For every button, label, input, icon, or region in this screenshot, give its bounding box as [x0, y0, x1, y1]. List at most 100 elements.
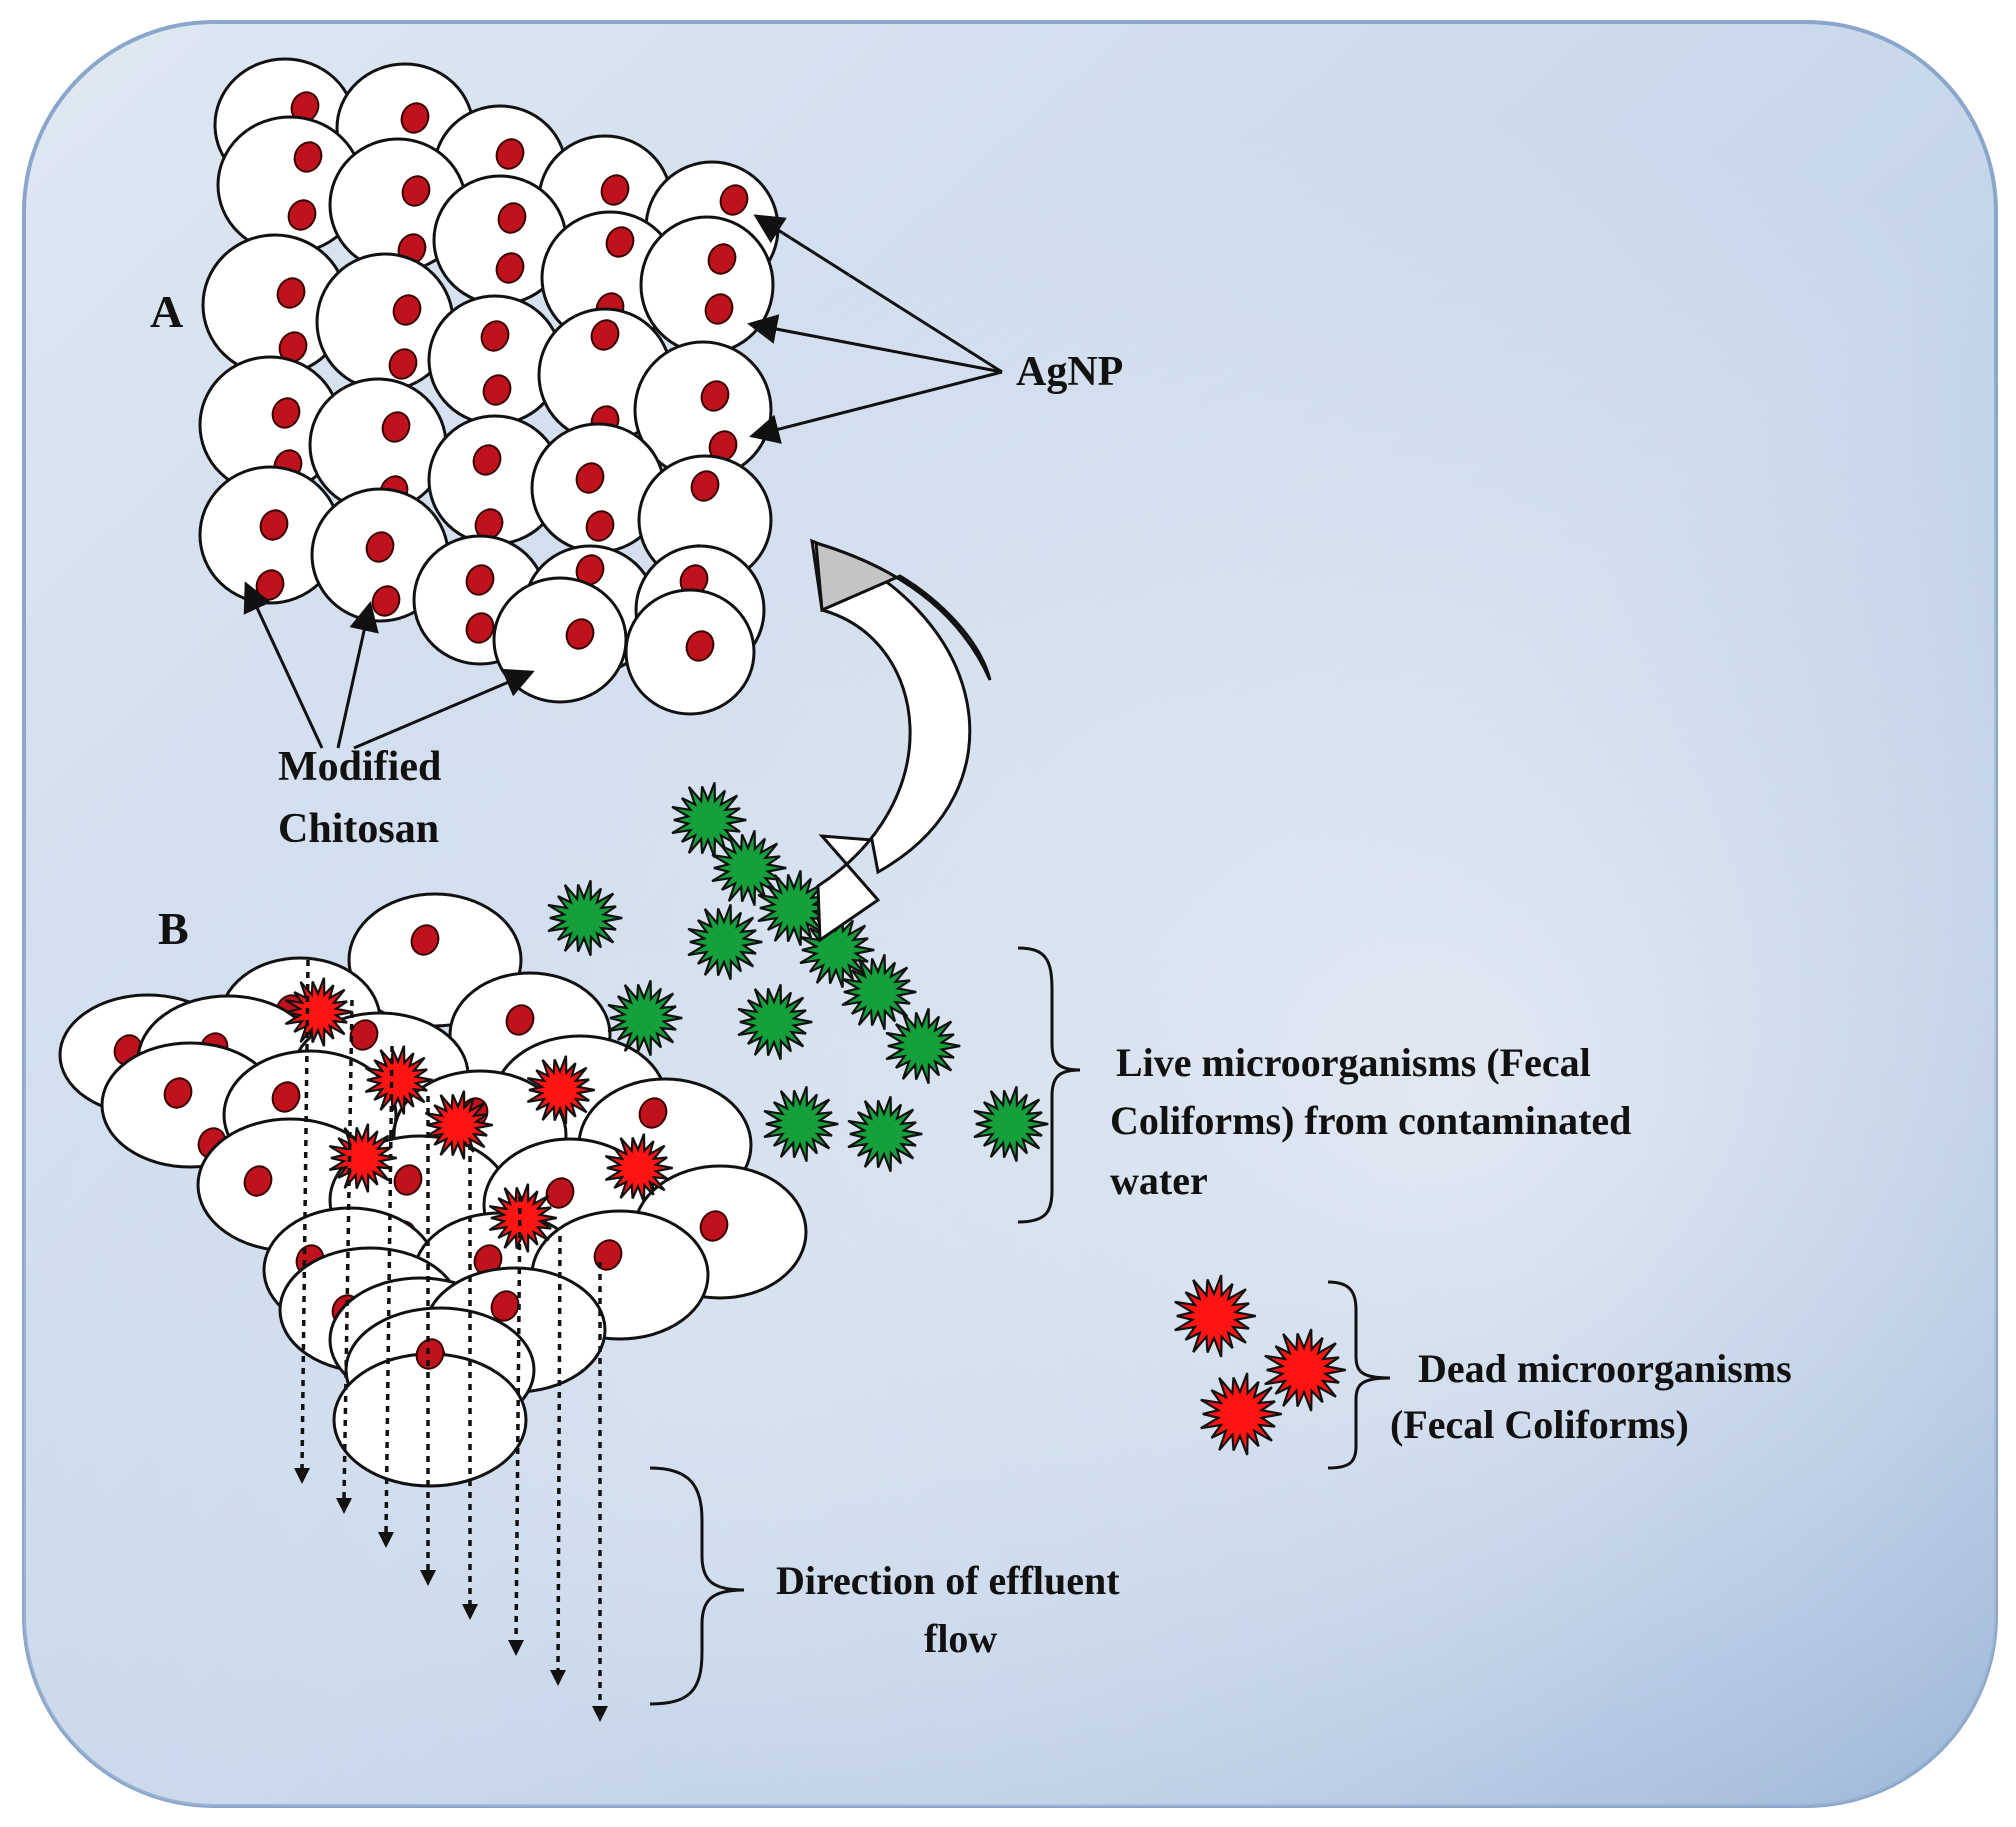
live-microbe-group: [547, 782, 1049, 1172]
live-microbe-icon: [687, 904, 763, 980]
agnp-dot: [393, 1164, 423, 1196]
live-microbe-icon: [885, 1008, 961, 1084]
live-microbe-icon: [799, 912, 875, 988]
arrowhead-icon: [336, 1498, 352, 1514]
dead-microorganisms-label: Dead microorganisms (Fecal Coliforms): [1390, 1346, 1802, 1447]
live-microbe-icon: [547, 880, 623, 956]
agnp-dot: [690, 470, 720, 502]
agnp-dot: [276, 277, 306, 309]
agnp-dot: [465, 564, 495, 596]
agnp-dot: [381, 411, 411, 443]
agnp-dot: [565, 618, 595, 650]
chitosan-pointer-arrows: [243, 581, 535, 750]
agnp-dot: [271, 1081, 301, 1113]
chitosan-bead: [639, 215, 775, 355]
agnp-dot: [388, 348, 418, 380]
bead-a: [315, 252, 455, 392]
arrowhead-icon: [378, 1532, 394, 1548]
agnp-dot: [490, 1290, 520, 1322]
dead-microbe-icon: [284, 977, 353, 1047]
bead-a: [530, 422, 666, 554]
live-microbes-brace: [1017, 946, 1081, 1224]
effluent-flow-brace: [649, 1466, 745, 1706]
chitosan-bead-cluster-a: [198, 57, 780, 716]
live-microbe-icon: [737, 984, 813, 1060]
dead-microorganisms-line-2: (Fecal Coliforms): [1390, 1402, 1689, 1447]
dead-microbe-icon: [1200, 1372, 1282, 1456]
agnp-dot: [293, 141, 323, 173]
agnp-dot: [685, 630, 715, 662]
live-microorganisms-line-3: water: [1110, 1158, 1208, 1203]
modified-chitosan-label: Modified Chitosan: [278, 744, 452, 852]
effluent-flow-arrow: [300, 959, 310, 1471]
dead-microbe-icon: [1264, 1328, 1346, 1412]
agnp-dot: [505, 1004, 535, 1036]
agnp-dot: [401, 175, 431, 207]
modified-chitosan-line-1: Modified: [278, 744, 441, 790]
dead-microbe-icon: [364, 1045, 433, 1115]
bead-a: [639, 215, 775, 355]
arrowhead-icon: [462, 1604, 478, 1620]
agnp-dot: [704, 293, 734, 325]
agnp-dot: [465, 612, 495, 644]
transfer-arrow-shade: [814, 540, 992, 681]
live-microbe-icon: [763, 1086, 839, 1162]
live-microorganisms-line-1: Live microorganisms (Fecal: [1116, 1040, 1591, 1085]
agnp-dot: [585, 510, 615, 542]
agnp-dot: [707, 243, 737, 275]
effluent-flow-line-1: Direction of effluent: [776, 1558, 1120, 1603]
dead-microbe-icon: [328, 1123, 397, 1193]
agnp-dot: [497, 202, 527, 234]
agnp-dot: [482, 374, 512, 406]
agnp-label: AgNP: [1016, 349, 1123, 395]
agnp-dot: [700, 380, 730, 412]
chitosan-bead: [492, 576, 628, 704]
agnp-dot: [392, 294, 422, 326]
bead-a: [633, 340, 773, 480]
dead-microbe-icon: [1174, 1274, 1256, 1358]
live-microbe-icon: [973, 1086, 1049, 1162]
dead-microbe-legend-group: [1174, 1274, 1346, 1456]
agnp-dot: [371, 585, 401, 617]
arrowhead-icon: [420, 1570, 436, 1586]
agnp-dot: [410, 924, 440, 956]
agnp-dot: [605, 226, 635, 258]
live-microorganisms-label: Live microorganisms (Fecal Coliforms) fr…: [1110, 1040, 1641, 1203]
agnp-dot: [163, 1077, 193, 1109]
live-microbe-icon: [847, 1096, 923, 1172]
chitosan-bead: [332, 1352, 528, 1488]
agnp-dot: [495, 138, 525, 170]
panel-label-a: A: [150, 286, 183, 337]
dead-microbe-icon: [526, 1055, 595, 1125]
agnp-dot: [495, 252, 525, 284]
agnp-dot: [575, 462, 605, 494]
live-microorganisms-line-2: Coliforms) from contaminated: [1110, 1098, 1631, 1143]
captured-dead-microbes: [284, 977, 673, 1253]
live-microbe-icon: [841, 954, 917, 1030]
agnp-dot: [472, 444, 502, 476]
agnp-dot: [590, 319, 620, 351]
dead-microorganisms-line-1: Dead microorganisms: [1418, 1346, 1792, 1391]
bead-a: [492, 576, 628, 704]
arrowhead-icon: [550, 1670, 566, 1686]
effluent-flow-line-2: flow: [924, 1616, 997, 1661]
arrowhead-icon: [592, 1706, 608, 1722]
agnp-dot: [719, 184, 749, 216]
panel-label-b: B: [158, 903, 189, 954]
dead-microbe-icon: [488, 1183, 557, 1253]
agnp-dot: [365, 531, 395, 563]
live-microbe-icon: [757, 870, 833, 946]
arrowhead-icon: [508, 1640, 524, 1656]
bead-a: [432, 174, 568, 306]
bead-a: [624, 588, 756, 716]
effluent-flow-arrow: [556, 1235, 562, 1673]
arrowhead-icon: [294, 1468, 310, 1484]
agnp-dot: [638, 1097, 668, 1129]
modified-chitosan-line-2: Chitosan: [278, 806, 439, 852]
transfer-arrow-icon: [810, 538, 972, 943]
agnp-dot: [415, 1338, 445, 1370]
agnp-dot: [699, 1210, 729, 1242]
agnp-dot: [243, 1165, 273, 1197]
agnp-pointer-arrows: [747, 214, 1003, 444]
